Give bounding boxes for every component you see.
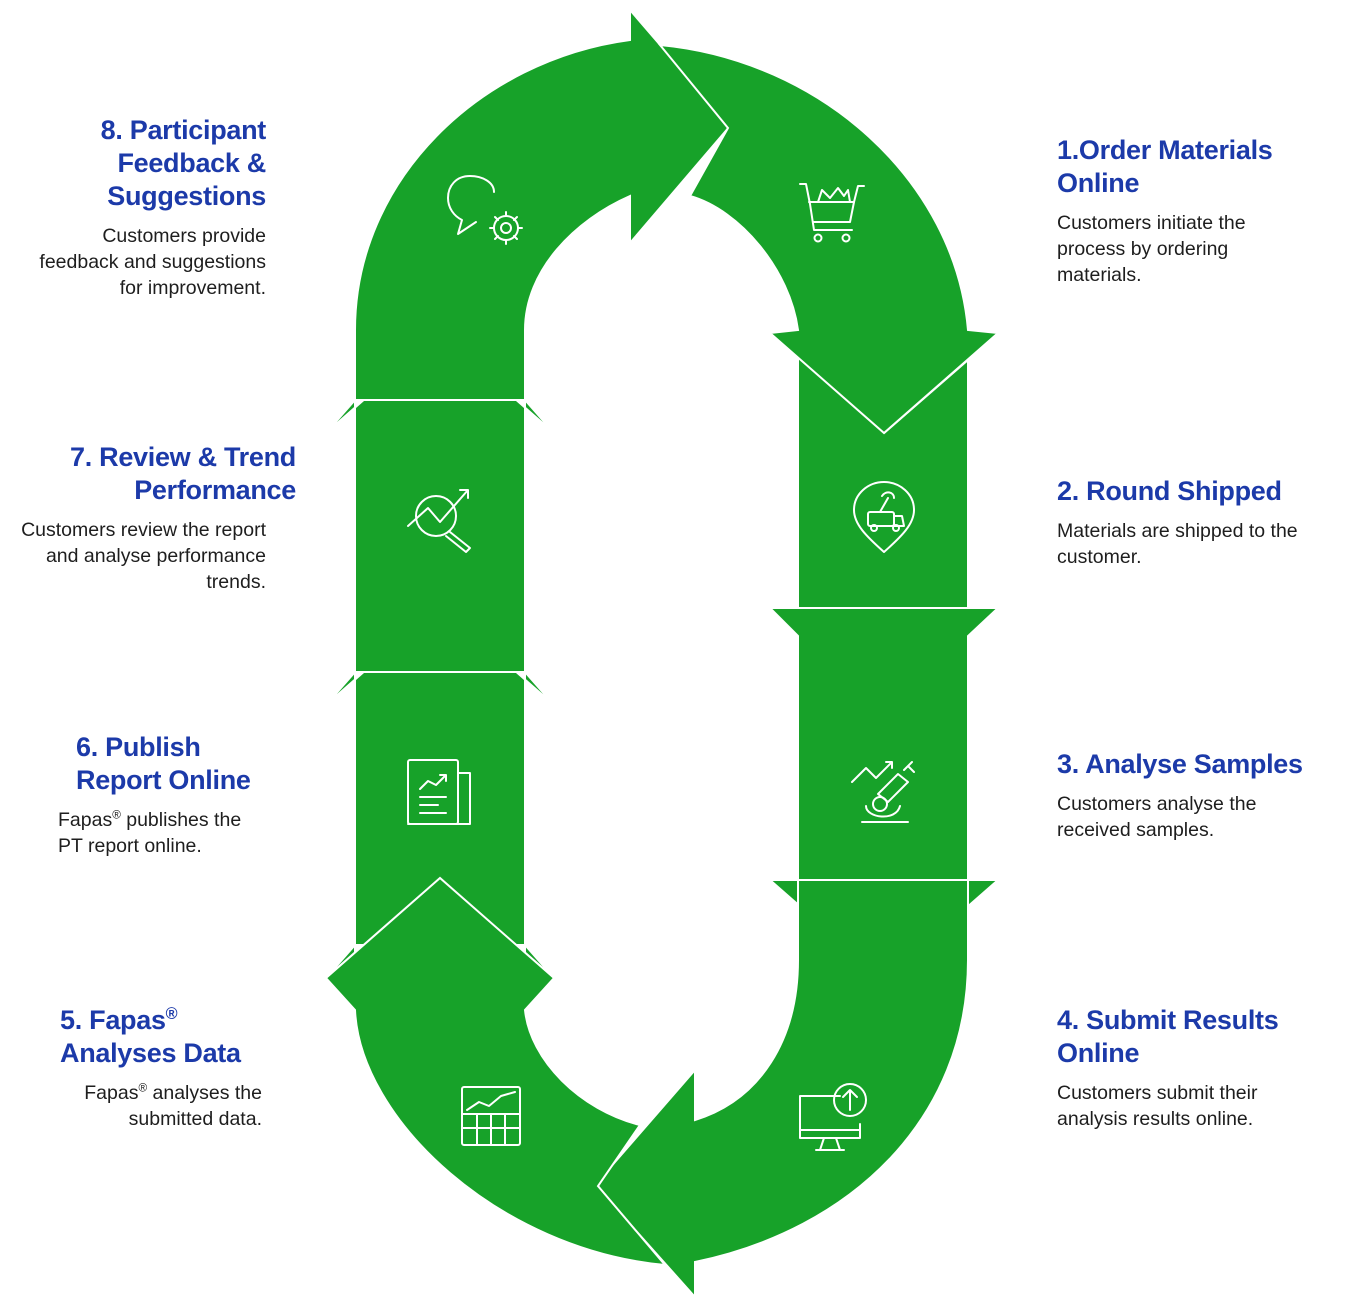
step-5: 5. Fapas® Analyses Data Fapas® analyses … (20, 1004, 292, 1132)
step-4-description: Customers submit their analysis results … (1057, 1082, 1258, 1130)
step-6-title: 6. Publish Report Online (76, 732, 251, 795)
arrow-segment-4-to-5 (324, 876, 668, 1267)
shopping-cart-icon (799, 183, 865, 243)
microscope-trend-icon (851, 761, 915, 823)
step-7-description: Customers review the report and analyse … (21, 519, 266, 593)
arrow-segment-1-to-2-arc (657, 43, 1001, 435)
step-8-description: Customers provide feedback and suggestio… (39, 225, 266, 299)
data-chart-icon (461, 1086, 521, 1146)
step-5-title: 5. Fapas® Analyses Data (60, 1005, 241, 1068)
report-document-icon (407, 759, 471, 825)
step-1-description: Customers initiate the process by orderi… (1057, 212, 1246, 286)
step-5-description: Fapas® analyses the submitted data. (84, 1081, 262, 1130)
step-1-title: 1.Order Materials Online (1057, 135, 1273, 198)
step-3: 3. Analyse Samples Customers analyse the… (1057, 748, 1342, 843)
step-4: 4. Submit Results Online Customers submi… (1057, 1004, 1327, 1132)
search-trend-icon (407, 489, 471, 553)
step-6-description: Fapas® publishes the PT report online. (58, 808, 242, 857)
feedback-gear-icon (447, 175, 523, 245)
step-2-description: Materials are shipped to the customer. (1057, 520, 1298, 568)
step-1: 1.Order Materials Online Customers initi… (1057, 134, 1327, 288)
step-8-title: 8. Participant Feedback & Suggestions (100, 115, 267, 211)
step-8: 8. Participant Feedback & Suggestions Cu… (20, 114, 266, 301)
delivery-location-icon (853, 481, 915, 553)
step-7-title: 7. Review & Trend Performance (70, 442, 296, 505)
step-2-title: 2. Round Shipped (1057, 476, 1282, 506)
monitor-upload-icon (799, 1083, 867, 1151)
step-4-title: 4. Submit Results Online (1057, 1005, 1279, 1068)
step-2: 2. Round Shipped Materials are shipped t… (1057, 475, 1337, 570)
arrow-segment-8-to-1 (354, 7, 732, 401)
step-7: 7. Review & Trend Performance Customers … (20, 441, 296, 595)
step-3-description: Customers analyse the received samples. (1057, 793, 1257, 841)
arrow-segment-3-to-4 (593, 879, 969, 1297)
step-6: 6. Publish Report Online Fapas® publishe… (20, 731, 292, 859)
step-3-title: 3. Analyse Samples (1057, 749, 1303, 779)
